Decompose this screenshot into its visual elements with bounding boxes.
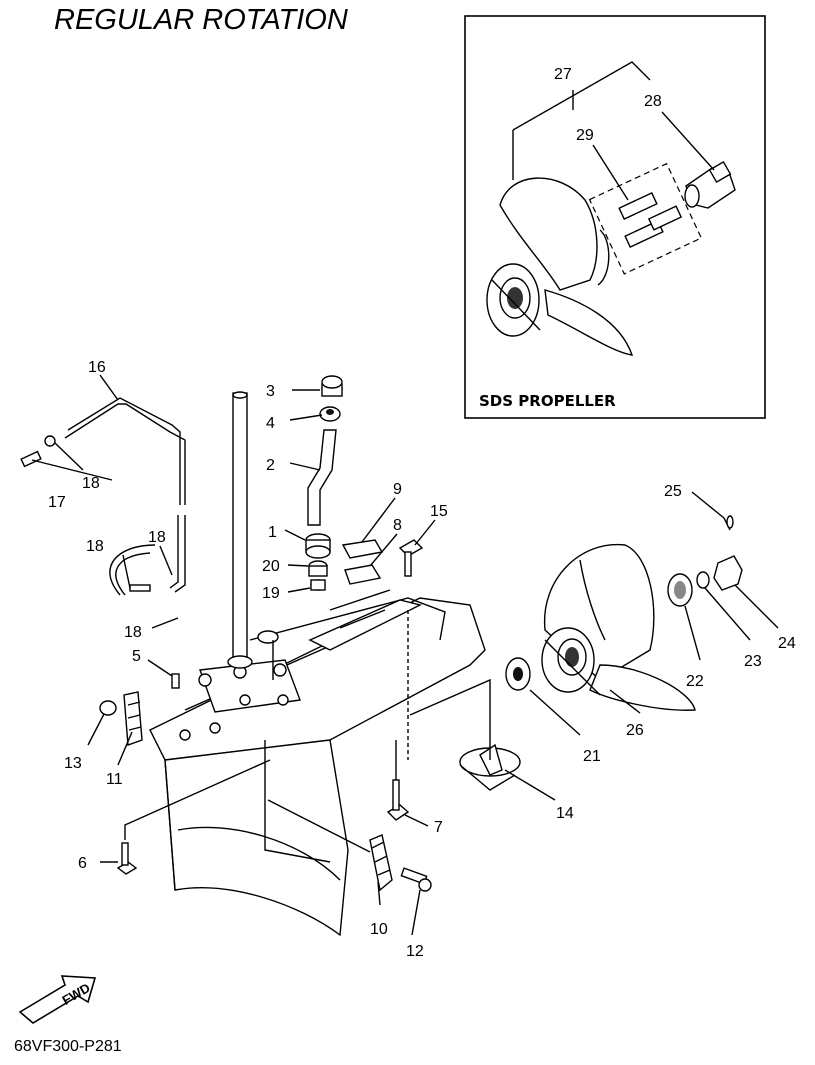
- callout-3: 3: [266, 383, 275, 400]
- callout-27: 27: [554, 66, 572, 83]
- callout-9: 9: [393, 481, 402, 498]
- callout-18-b: 18: [148, 529, 166, 546]
- lower-casing: [149, 391, 486, 937]
- inset-leaders: [512, 61, 715, 201]
- small-fasteners: [116, 673, 410, 875]
- callout-28: 28: [644, 93, 662, 110]
- callout-14: 14: [556, 805, 574, 822]
- callout-11: 11: [106, 771, 123, 788]
- bolt-15: [398, 539, 424, 577]
- callout-17: 17: [48, 494, 66, 511]
- fwd-arrow: [18, 975, 97, 1024]
- callout-18-d: 18: [124, 624, 142, 641]
- callout-numbers: 3 4 2 1 20 19 9 8 15 16 18 17 18 18 18 5…: [48, 66, 796, 960]
- callout-29: 29: [576, 127, 594, 144]
- callout-4: 4: [266, 415, 275, 432]
- callout-15: 15: [430, 503, 448, 520]
- callout-21: 21: [583, 748, 601, 765]
- callout-5: 5: [132, 648, 141, 665]
- callout-26: 26: [626, 722, 644, 739]
- drawing-code: 68VF300-P281: [14, 1038, 122, 1055]
- callout-25: 25: [664, 483, 682, 500]
- callout-13: 13: [64, 755, 82, 772]
- leader-lines: [31, 374, 779, 936]
- inset-label: SDS PROPELLER: [479, 392, 616, 410]
- seal-parts: [341, 539, 384, 585]
- sds-inset-box: [464, 15, 766, 419]
- sds-propeller-drawing: [486, 160, 736, 356]
- callout-24: 24: [778, 635, 796, 652]
- diagram-title: REGULAR ROTATION: [54, 4, 348, 36]
- water-tube-parts: [257, 375, 343, 644]
- callout-2: 2: [266, 457, 275, 474]
- callout-8: 8: [393, 517, 402, 534]
- hose-16: [20, 397, 186, 596]
- callout-23: 23: [744, 653, 762, 670]
- callout-6: 6: [78, 855, 87, 872]
- callout-18-a: 18: [82, 475, 100, 492]
- callout-16: 16: [88, 359, 106, 376]
- callout-10: 10: [370, 921, 388, 938]
- callout-19: 19: [262, 585, 280, 602]
- callout-7: 7: [434, 819, 443, 836]
- callout-18-c: 18: [86, 538, 104, 555]
- callout-1: 1: [268, 524, 277, 541]
- callout-22: 22: [686, 673, 704, 690]
- anodes: [99, 691, 432, 892]
- propeller-hardware: [505, 515, 743, 691]
- trim-tab: [459, 743, 521, 791]
- callout-20: 20: [262, 558, 280, 575]
- main-propeller: [541, 543, 696, 711]
- callout-12: 12: [406, 943, 424, 960]
